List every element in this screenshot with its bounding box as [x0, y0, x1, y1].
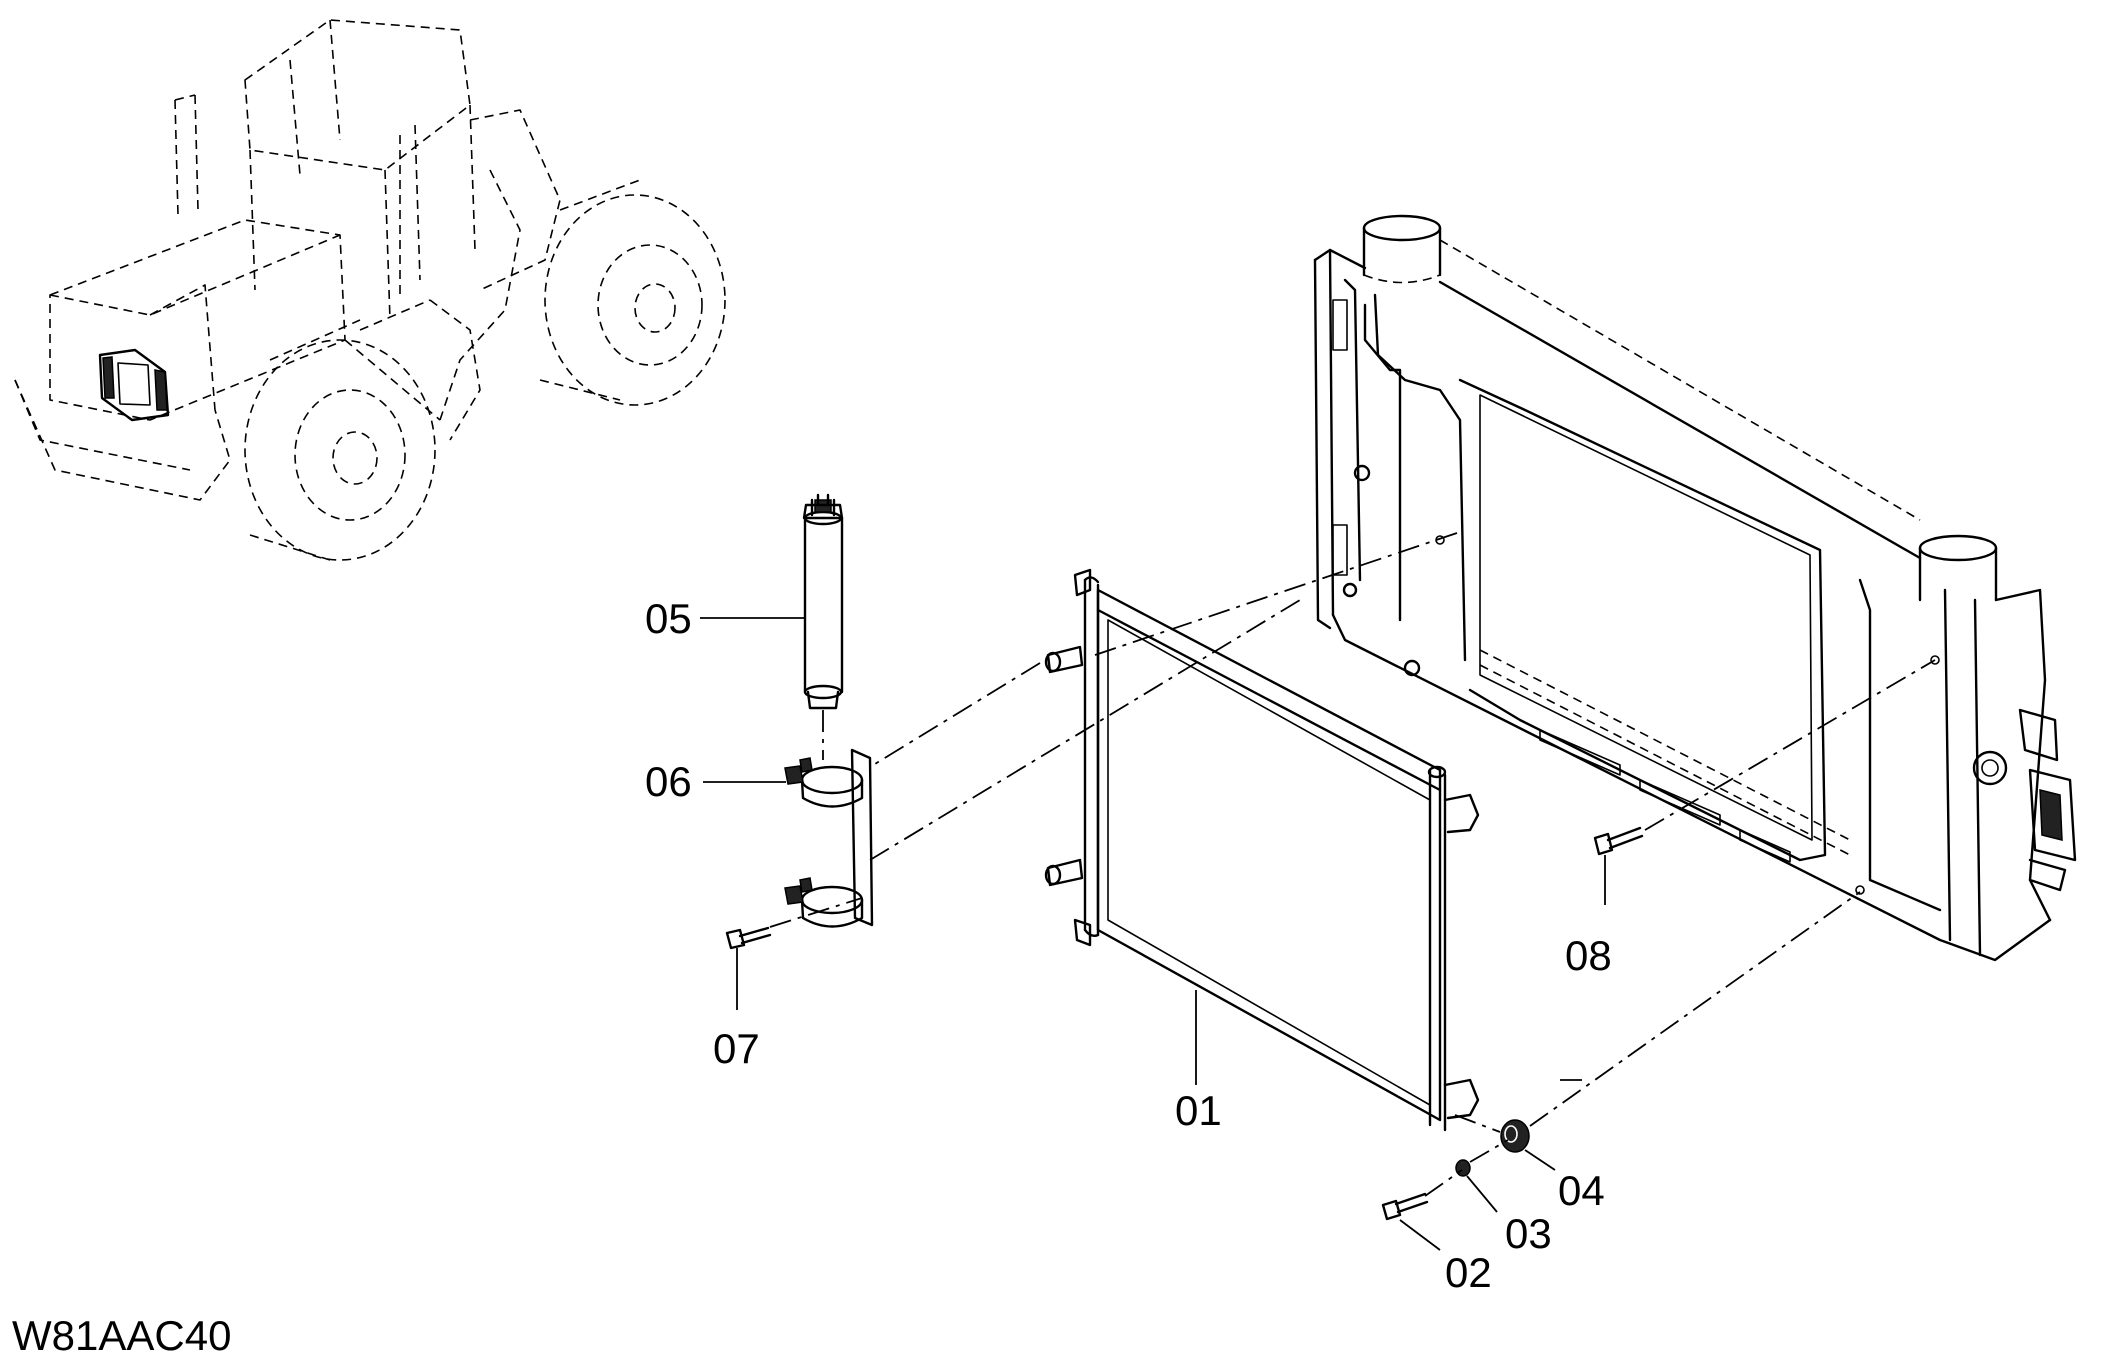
- label-06: 06: [645, 758, 692, 805]
- part-03-washer: [1455, 1159, 1471, 1177]
- part-04-bushing: [1500, 1119, 1530, 1153]
- label-02: 02: [1445, 1249, 1492, 1296]
- part-06-bracket-clamps: [784, 748, 874, 928]
- label-05: 05: [645, 595, 692, 642]
- label-04: 04: [1558, 1167, 1605, 1214]
- label-01: 01: [1175, 1087, 1222, 1134]
- wheel-loader-locator: [14, 19, 726, 561]
- assembly-centerlines: [769, 531, 1936, 1197]
- label-03: 03: [1505, 1210, 1552, 1257]
- label-07: 07: [713, 1025, 760, 1072]
- drawing-code: W81AAC40: [12, 1312, 231, 1359]
- part-number-labels: 05 06 07 01 08 04 03 02: [645, 595, 1612, 1296]
- part-01-condenser: [1044, 568, 1480, 1132]
- part-08-bolt: [1593, 826, 1644, 856]
- leader-lines: [700, 617, 1606, 1251]
- part-07-bolt: [725, 926, 772, 950]
- condenser-location-highlight: [98, 348, 170, 422]
- label-08: 08: [1565, 932, 1612, 979]
- part-05-receiver-drier: [802, 493, 844, 710]
- part-02-bolt: [1381, 1192, 1429, 1221]
- radiator-frame: [1313, 214, 2077, 962]
